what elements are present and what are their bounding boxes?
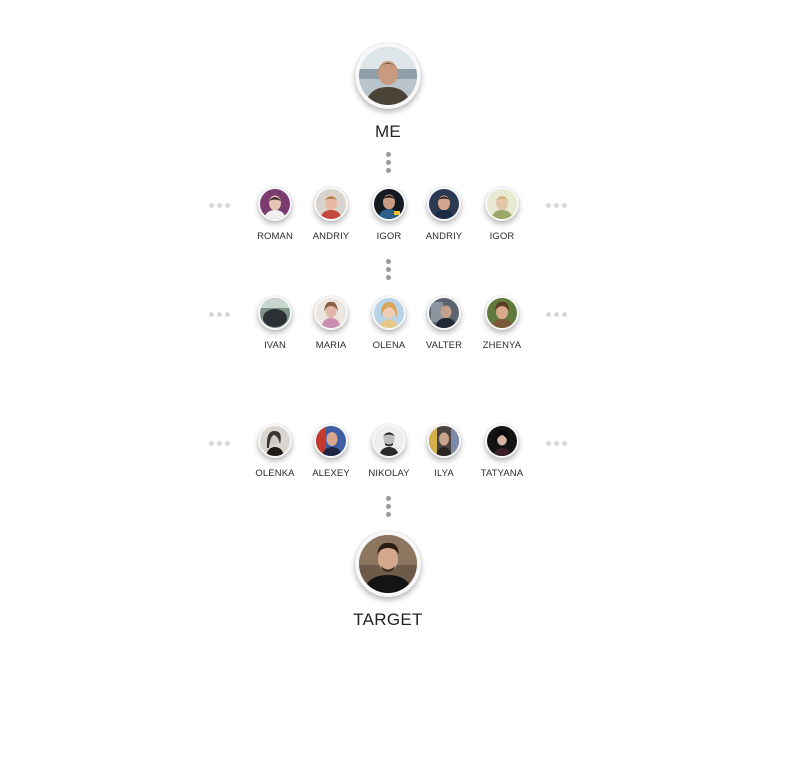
person-photo-icon xyxy=(487,298,517,328)
person-photo-icon xyxy=(260,298,290,328)
person-avatar[interactable] xyxy=(485,187,519,221)
person-name: ANDRIY xyxy=(312,231,350,242)
person-avatar[interactable] xyxy=(427,296,461,330)
person-photo-icon xyxy=(487,426,517,456)
person-name: TATYANA xyxy=(480,468,524,479)
connector-dots xyxy=(386,496,392,517)
more-left-dots xyxy=(209,441,230,446)
more-right-dots xyxy=(546,441,567,446)
me-node[interactable]: ME xyxy=(348,43,428,142)
person-node[interactable]: IGOR xyxy=(477,187,527,242)
person-avatar[interactable] xyxy=(258,187,292,221)
person-name: ANDRIY xyxy=(425,231,463,242)
person-node[interactable]: OLENKA xyxy=(250,424,300,479)
person-photo-icon xyxy=(374,189,404,219)
person-node[interactable]: ILYA xyxy=(419,424,469,479)
person-name: ALEXEY xyxy=(312,468,350,479)
person-node[interactable]: ROMAN xyxy=(250,187,300,242)
person-name: IGOR xyxy=(489,231,515,242)
target-node[interactable]: TARGET xyxy=(343,531,433,630)
me-label: ME xyxy=(374,122,402,141)
person-node[interactable]: ANDRIY xyxy=(306,187,356,242)
person-avatar[interactable] xyxy=(314,296,348,330)
person-name: ILYA xyxy=(434,468,454,479)
person-photo-icon xyxy=(260,426,290,456)
person-name: IGOR xyxy=(376,231,402,242)
connector-dots xyxy=(386,259,392,280)
connector-dots xyxy=(386,152,392,173)
target-label: TARGET xyxy=(353,610,423,629)
person-name: MARIA xyxy=(315,340,347,351)
more-left-dots xyxy=(209,312,230,317)
person-avatar[interactable] xyxy=(314,424,348,458)
person-node[interactable]: NIKOLAY xyxy=(364,424,414,479)
more-left-dots xyxy=(209,203,230,208)
person-photo-icon xyxy=(374,426,404,456)
target-avatar[interactable] xyxy=(355,531,421,597)
person-avatar[interactable] xyxy=(485,296,519,330)
person-avatar[interactable] xyxy=(372,296,406,330)
person-photo-icon xyxy=(429,426,459,456)
person-node[interactable]: IVAN xyxy=(250,296,300,351)
person-avatar[interactable] xyxy=(427,424,461,458)
person-node[interactable]: VALTER xyxy=(419,296,469,351)
person-photo-icon xyxy=(429,189,459,219)
person-avatar[interactable] xyxy=(258,296,292,330)
person-node[interactable]: ZHENYA xyxy=(477,296,527,351)
person-name: VALTER xyxy=(425,340,463,351)
person-name: IVAN xyxy=(264,340,286,351)
person-avatar[interactable] xyxy=(427,187,461,221)
person-photo-icon xyxy=(316,189,346,219)
person-name: OLENA xyxy=(372,340,406,351)
person-name: ZHENYA xyxy=(482,340,522,351)
person-photo-icon xyxy=(260,189,290,219)
person-avatar[interactable] xyxy=(372,187,406,221)
person-node[interactable]: IGOR xyxy=(364,187,414,242)
more-right-dots xyxy=(546,312,567,317)
person-node[interactable]: MARIA xyxy=(306,296,356,351)
person-node[interactable]: ANDRIY xyxy=(419,187,469,242)
me-avatar[interactable] xyxy=(355,43,421,109)
person-photo-icon xyxy=(316,298,346,328)
person-avatar[interactable] xyxy=(372,424,406,458)
person-photo-icon xyxy=(359,535,417,593)
more-right-dots xyxy=(546,203,567,208)
person-node[interactable]: ALEXEY xyxy=(306,424,356,479)
person-photo-icon xyxy=(429,298,459,328)
person-node[interactable]: TATYANA xyxy=(477,424,527,479)
person-avatar[interactable] xyxy=(314,187,348,221)
person-photo-icon xyxy=(316,426,346,456)
person-node[interactable]: OLENA xyxy=(364,296,414,351)
person-photo-icon xyxy=(359,47,417,105)
person-name: ROMAN xyxy=(257,231,293,242)
person-name: NIKOLAY xyxy=(368,468,410,479)
person-avatar[interactable] xyxy=(485,424,519,458)
person-avatar[interactable] xyxy=(258,424,292,458)
person-name: OLENKA xyxy=(255,468,295,479)
person-photo-icon xyxy=(374,298,404,328)
person-photo-icon xyxy=(487,189,517,219)
